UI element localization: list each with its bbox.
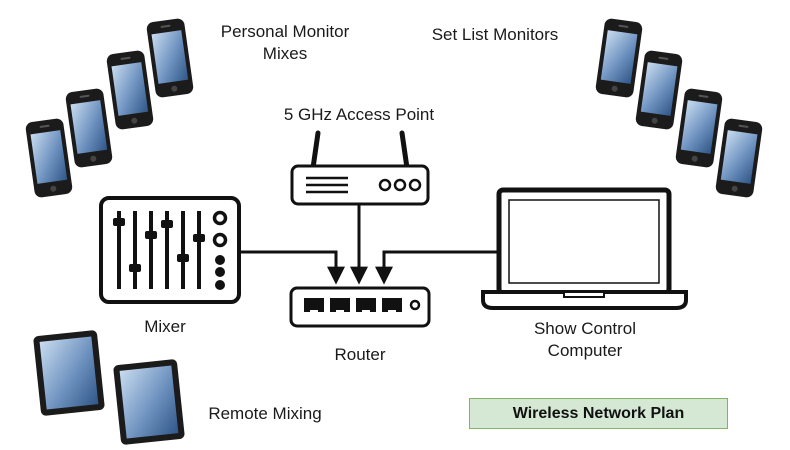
set-list-label: Set List Monitors [431,25,559,44]
smartphone-icon [595,18,643,98]
link-mixer-router [240,250,345,285]
smartphone-icon [25,118,73,198]
tablet-icon [33,330,105,416]
show-control-label-line-1: Show Control [533,319,637,338]
smartphone-icon [106,50,154,130]
smartphone-icon [65,88,113,168]
router-label: Router [334,345,386,364]
smartphone-icon [675,88,723,168]
network-switch-icon [289,286,431,328]
connectors [240,205,498,285]
plan-title: Wireless Network Plan [469,398,728,429]
personal-monitor-phones [25,18,194,198]
personal-monitor-label-line-1: Personal Monitor [220,22,350,41]
access-point-label: 5 GHz Access Point [283,105,435,124]
show-control-label-line-2: Computer [547,341,623,360]
wifi-access-point-icon [290,130,430,206]
smartphone-icon [635,50,683,130]
remote-mixing-tablets [33,330,185,445]
remote-mixing-label: Remote Mixing [208,404,322,423]
tablet-icon [113,359,185,445]
mixer-label: Mixer [144,317,186,336]
personal-monitor-label-line-2: Mixes [262,44,308,63]
link-computer-router [375,250,498,285]
audio-mixer-icon [99,196,241,304]
set-list-phones [595,18,763,198]
smartphone-icon [146,18,194,98]
laptop-icon [481,187,688,310]
smartphone-icon [715,118,763,198]
